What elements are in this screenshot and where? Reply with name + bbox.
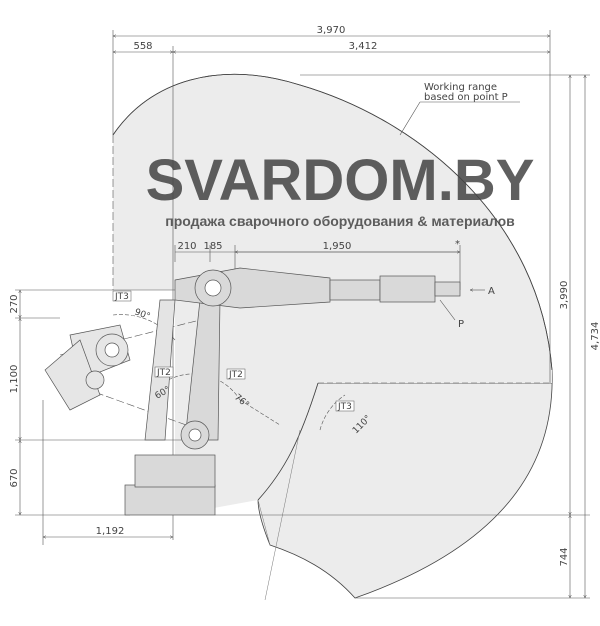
label-point-p: P [458, 319, 464, 330]
note-working-range-line2: based on point P [424, 92, 508, 103]
label-point-a: A [488, 286, 495, 297]
dim-forearm: 1,950 [323, 241, 352, 252]
dim-rear-reach: 1,192 [96, 526, 125, 537]
label-jt3-left: JT3 [114, 292, 129, 302]
watermark-brand: SVARDOM.BY [146, 148, 535, 213]
dim-offset-b: 185 [203, 241, 222, 252]
robot-drawing [44, 267, 461, 516]
note-working-range-line1: Working range [424, 82, 497, 93]
dim-offset-a: 210 [177, 241, 196, 252]
label-jt2-right: JT2 [228, 370, 243, 380]
dim-front-reach: 3,412 [349, 41, 378, 52]
robot-base [124, 484, 216, 516]
dim-below-base: 744 [559, 547, 570, 566]
dim-upper-height: 3,990 [559, 281, 570, 310]
dim-arm-offset: 270 [9, 294, 20, 313]
dim-base-height: 670 [9, 468, 20, 487]
dimension-lines [15, 30, 590, 598]
label-angle-90: 90° [133, 307, 151, 322]
robot-forearm [329, 279, 381, 301]
dim-arm-length: 1,100 [9, 365, 20, 394]
dim-total-height: 4,734 [590, 322, 600, 351]
watermark: SVARDOM.BY продажа сварочного оборудован… [146, 148, 535, 229]
dim-asterisk: * [455, 239, 460, 250]
dim-rear-offset: 558 [133, 41, 152, 52]
label-jt2-left: JT2 [156, 368, 171, 378]
watermark-tagline: продажа сварочного оборудования & матери… [165, 213, 515, 229]
robot-arm-ghost-position [44, 324, 131, 411]
dim-total-width: 3,970 [317, 25, 346, 36]
label-jt3-right: JT3 [337, 402, 352, 412]
